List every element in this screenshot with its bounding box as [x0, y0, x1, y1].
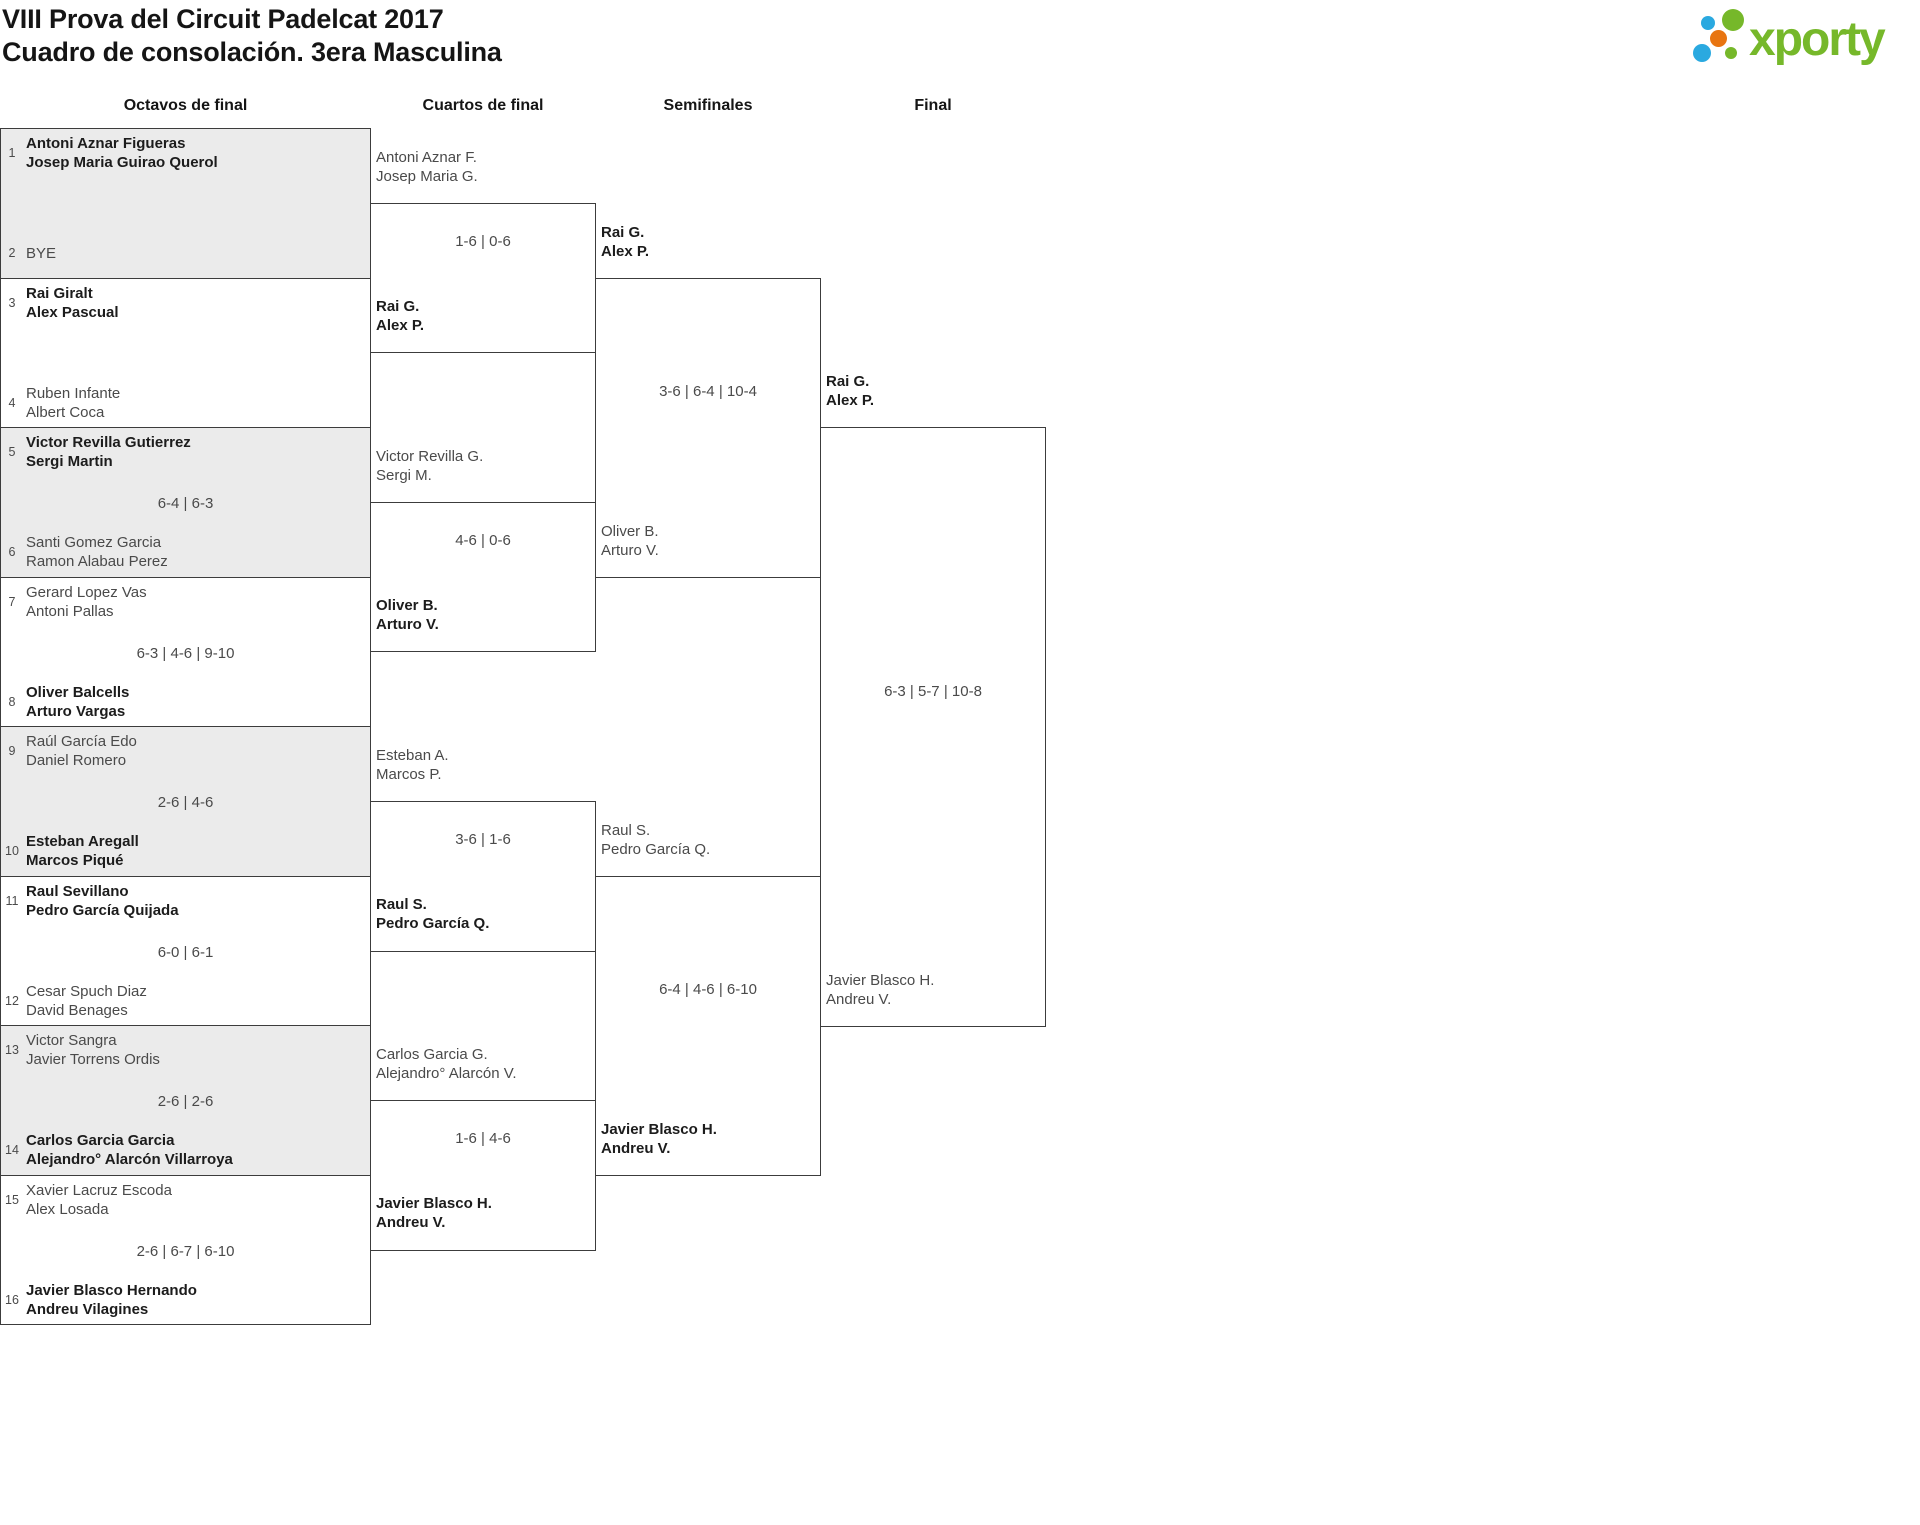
logo-dot-blue-large-icon [1693, 44, 1711, 62]
team-name: Victor Revilla G. Sergi M. [376, 448, 484, 484]
title-line-2: Cuadro de consolación. 3era Masculina [2, 37, 502, 67]
match-score: 1-6 | 0-6 [455, 233, 511, 250]
team-name: BYE [26, 244, 57, 262]
page-title: VIII Prova del Circuit Padelcat 2017 Cua… [2, 3, 502, 69]
team-name: Oliver B. Arturo V. [376, 597, 439, 633]
team-name: Esteban Aregall Marcos Piqué [26, 833, 139, 869]
team-name: Carlos Garcia Garcia Alejandro° Alarcón … [26, 1132, 233, 1168]
round-header-final: Final [914, 97, 952, 114]
team-name: Raul S. Pedro García Q. [601, 822, 711, 858]
match-score: 2-6 | 6-7 | 6-10 [136, 1243, 235, 1260]
seed-number: 13 [5, 1043, 19, 1057]
octavos-match-box-6 [0, 876, 371, 1026]
seed-number: 16 [5, 1293, 19, 1307]
team-name: Victor Revilla Gutierrez Sergi Martin [26, 434, 191, 470]
seed-number: 10 [5, 844, 19, 858]
team-name: Rai G. Alex P. [601, 224, 650, 260]
match-score: 6-4 | 6-3 [157, 495, 214, 512]
team-name: Raúl García Edo Daniel Romero [26, 733, 137, 769]
team-name: Antoni Aznar Figueras Josep Maria Guirao… [26, 135, 218, 171]
team-name: Oliver B. Arturo V. [601, 523, 659, 559]
team-name: Ruben Infante Albert Coca [26, 385, 121, 421]
match-score: 6-4 | 4-6 | 6-10 [659, 981, 757, 998]
match-score: 4-6 | 0-6 [455, 532, 511, 549]
team-name: Rai G. Alex P. [826, 373, 875, 409]
match-score: 1-6 | 4-6 [455, 1130, 511, 1147]
seed-number: 8 [8, 695, 16, 709]
seed-number: 5 [8, 445, 16, 459]
seed-number: 9 [8, 744, 16, 758]
team-name: Javier Blasco Hernando Andreu Vilagines [26, 1282, 197, 1318]
team-name: Antoni Aznar F. Josep Maria G. [376, 149, 478, 185]
team-name: Raul Sevillano Pedro García Quijada [26, 883, 179, 919]
match-score: 2-6 | 2-6 [157, 1093, 214, 1110]
match-score: 3-6 | 6-4 | 10-4 [659, 383, 757, 400]
seed-number: 1 [8, 146, 16, 160]
xporty-logo: xporty [1749, 13, 1886, 66]
team-name: Rai G. Alex P. [376, 298, 425, 334]
octavos-match-box-5 [0, 726, 371, 877]
match-score: 6-3 | 5-7 | 10-8 [884, 683, 982, 700]
team-name: Gerard Lopez Vas Antoni Pallas [26, 584, 147, 620]
seed-number: 7 [8, 595, 16, 609]
round-header-cuartos: Cuartos de final [422, 97, 544, 114]
final-match-box [820, 427, 1046, 1027]
seed-number: 15 [5, 1193, 19, 1207]
seed-number: 2 [8, 246, 16, 260]
logo-dot-orange-icon [1710, 30, 1727, 47]
team-name: Santi Gomez Garcia Ramon Alabau Perez [26, 534, 168, 570]
team-name: Javier Blasco H. Andreu V. [376, 1195, 492, 1231]
round-header-semifinales: Semifinales [663, 97, 753, 114]
octavos-match-box-7 [0, 1025, 371, 1176]
logo-dot-green-large-icon [1722, 9, 1744, 31]
octavos-match-box-8 [0, 1175, 371, 1325]
team-name: Esteban A. Marcos P. [376, 747, 449, 783]
team-name: Raul S. Pedro García Q. [376, 896, 490, 932]
seed-number: 6 [8, 545, 16, 559]
title-line-1: VIII Prova del Circuit Padelcat 2017 [2, 4, 444, 34]
match-score: 3-6 | 1-6 [455, 831, 511, 848]
seed-number: 11 [5, 894, 19, 908]
team-name: Cesar Spuch Diaz David Benages [26, 983, 147, 1019]
match-score: 2-6 | 4-6 [157, 794, 214, 811]
octavos-match-box-4 [0, 577, 371, 727]
match-score: 6-3 | 4-6 | 9-10 [136, 645, 235, 662]
octavos-match-box-2 [0, 278, 371, 428]
octavos-match-box-1 [0, 128, 371, 279]
team-name: Oliver Balcells Arturo Vargas [26, 684, 130, 720]
team-name: Javier Blasco H. Andreu V. [601, 1121, 717, 1157]
team-name: Victor Sangra Javier Torrens Ordis [26, 1032, 160, 1068]
seed-number: 12 [5, 994, 19, 1008]
team-name: Xavier Lacruz Escoda Alex Losada [26, 1182, 172, 1218]
logo-dot-green-small-icon [1725, 47, 1737, 59]
round-header-octavos: Octavos de final [123, 97, 248, 114]
seed-number: 4 [8, 396, 16, 410]
seed-number: 3 [8, 296, 16, 310]
match-score: 6-0 | 6-1 [157, 944, 214, 961]
team-name: Carlos Garcia G. Alejandro° Alarcón V. [376, 1046, 517, 1082]
seed-number: 14 [5, 1143, 19, 1157]
team-name: Rai Giralt Alex Pascual [26, 285, 119, 321]
logo-dot-blue-small-icon [1701, 16, 1715, 30]
team-name: Javier Blasco H. Andreu V. [826, 972, 935, 1008]
